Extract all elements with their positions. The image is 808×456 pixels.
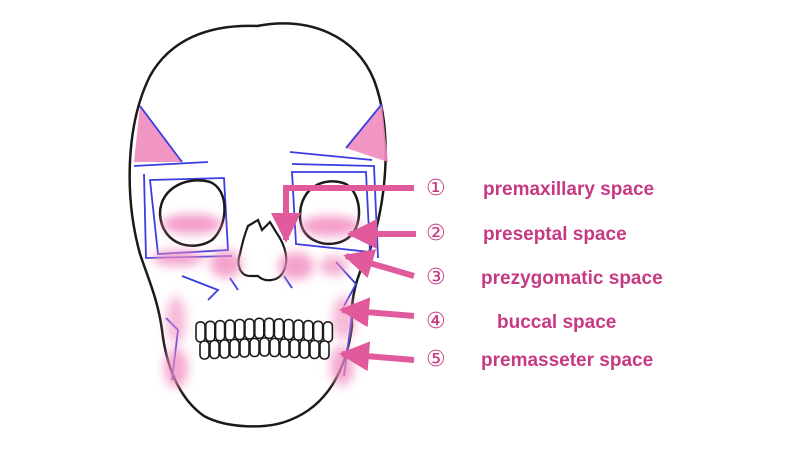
- lower-tooth: [269, 337, 280, 358]
- upper-tooth: [195, 321, 206, 343]
- label-4-text: buccal space: [497, 312, 617, 333]
- lower-tooth: [299, 339, 310, 359]
- upper-tooth: [312, 320, 324, 343]
- lower-tooth: [239, 338, 250, 358]
- upper-tooth: [224, 319, 236, 341]
- lower-tooth: [209, 339, 220, 360]
- label-2-text: preseptal space: [483, 224, 627, 245]
- upper-tooth: [214, 319, 226, 342]
- label-2-number: ②: [426, 221, 446, 246]
- lower-tooth: [249, 337, 260, 358]
- arrow-premasseter: [339, 341, 415, 372]
- upper-tooth: [234, 318, 245, 341]
- upper-tooth: [302, 319, 314, 342]
- label-4-number: ④: [426, 309, 446, 334]
- lower-tooth: [229, 338, 240, 359]
- temporal-fill-left: [134, 106, 182, 162]
- lower-tooth: [199, 340, 210, 360]
- upper-tooth: [244, 318, 255, 340]
- lower-tooth: [319, 340, 330, 360]
- upper-tooth: [322, 321, 334, 343]
- arrow-buccal: [339, 297, 415, 328]
- label-3-number: ③: [426, 265, 446, 290]
- lower-tooth: [309, 339, 320, 360]
- lower-tooth: [289, 338, 300, 359]
- arrow-prezygomatic: [343, 249, 415, 279]
- lower-tooth: [219, 339, 230, 359]
- lower-tooth: [279, 338, 290, 358]
- arrow-premaxillary: [271, 185, 414, 243]
- upper-tooth: [283, 318, 295, 341]
- left-eye-socket: [158, 179, 226, 247]
- label-5-number: ⑤: [426, 347, 446, 372]
- label-5-text: premasseter space: [481, 350, 654, 371]
- lower-tooth: [259, 337, 270, 357]
- label-1-number: ①: [426, 176, 446, 201]
- upper-tooth: [293, 319, 304, 341]
- label-3-text: prezygomatic space: [481, 268, 663, 289]
- pink-spaces: [152, 214, 360, 388]
- upper-tooth: [254, 317, 265, 340]
- upper-tooth: [273, 318, 285, 340]
- temporal-fill-right: [346, 104, 388, 162]
- label-1-text: premaxillary space: [483, 179, 655, 200]
- teeth: [195, 317, 334, 360]
- upper-tooth: [263, 317, 275, 340]
- upper-tooth: [205, 320, 216, 343]
